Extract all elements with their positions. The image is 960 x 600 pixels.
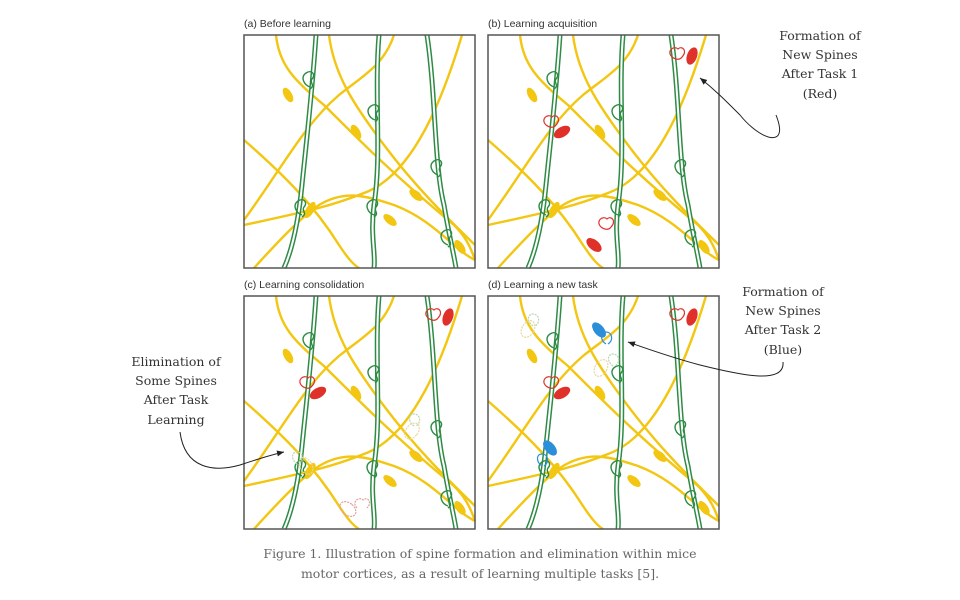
figure-caption-line1: Figure 1. Illustration of spine formatio… — [263, 546, 696, 561]
panel-d-title: (d) Learning a new task — [488, 279, 598, 291]
panel-a — [244, 35, 475, 268]
annotation-line: (Red) — [803, 86, 838, 101]
panel-d — [488, 296, 719, 529]
annotation-line: Elimination of — [131, 354, 222, 369]
panel-b — [488, 35, 719, 268]
annotation-line: Learning — [147, 412, 204, 427]
task1-spines — [543, 308, 698, 400]
annotation-line: After Task 1 — [781, 66, 859, 81]
new-spines-task2 — [536, 322, 613, 467]
annotation-line: New Spines — [782, 47, 857, 62]
arrow-icon — [179, 431, 285, 469]
annotation-line: Some Spines — [135, 373, 217, 388]
arrow-icon — [699, 77, 781, 139]
annotation-task1: Formation of New Spines After Task 1 (Re… — [699, 28, 862, 139]
annotation-elimination: Elimination of Some Spines After Task Le… — [131, 354, 285, 469]
annotation-line: Formation of — [779, 28, 862, 43]
annotation-task2: Formation of New Spines After Task 2 (Bl… — [627, 284, 825, 377]
annotation-line: After Task — [143, 392, 209, 407]
new-spines-task1 — [543, 47, 698, 252]
panel-c-title: (c) Learning consolidation — [244, 279, 364, 291]
panel-b-title: (b) Learning acquisition — [488, 18, 597, 30]
consolidated-spines — [299, 308, 454, 400]
panel-a-title: (a) Before learning — [244, 18, 331, 30]
figure-caption-line2: motor cortices, as a result of learning … — [301, 566, 659, 581]
annotation-line: After Task 2 — [744, 322, 822, 337]
eliminated-spines — [291, 413, 421, 517]
annotation-line: New Spines — [745, 303, 820, 318]
annotation-line: Formation of — [742, 284, 825, 299]
panel-c — [244, 296, 475, 529]
annotation-line: (Blue) — [764, 342, 802, 357]
arrow-icon — [627, 341, 784, 377]
